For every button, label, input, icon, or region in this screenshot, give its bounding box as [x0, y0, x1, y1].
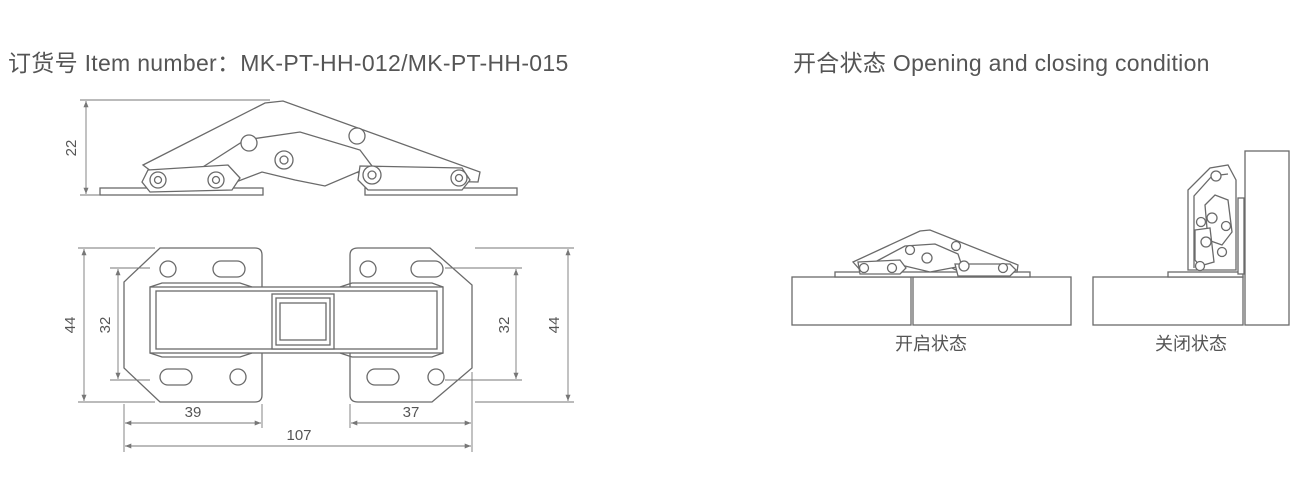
hinge-front-view [78, 247, 574, 452]
closed-state-drawing [1092, 150, 1290, 326]
dim-height-inner-left: 32 [97, 317, 114, 334]
dim-height-inner-right: 32 [496, 317, 513, 334]
open-state-label: 开启状态 [895, 334, 967, 355]
dim-height-outer-left: 44 [62, 317, 79, 334]
condition-title: 开合状态 Opening and closing condition [793, 50, 1210, 76]
dim-width-left: 39 [185, 404, 202, 421]
dim-width-right: 37 [403, 404, 420, 421]
item-number-title: 订货号 Item number：MK-PT-HH-012/MK-PT-HH-01… [8, 50, 569, 76]
closed-state-label: 关闭状态 [1155, 334, 1227, 355]
open-state-drawing [791, 229, 1072, 326]
hinge-side-view [80, 99, 518, 196]
dim-width-total: 107 [286, 427, 311, 444]
dim-height-outer-right: 44 [546, 317, 563, 334]
dim-height-side: 22 [63, 140, 80, 157]
